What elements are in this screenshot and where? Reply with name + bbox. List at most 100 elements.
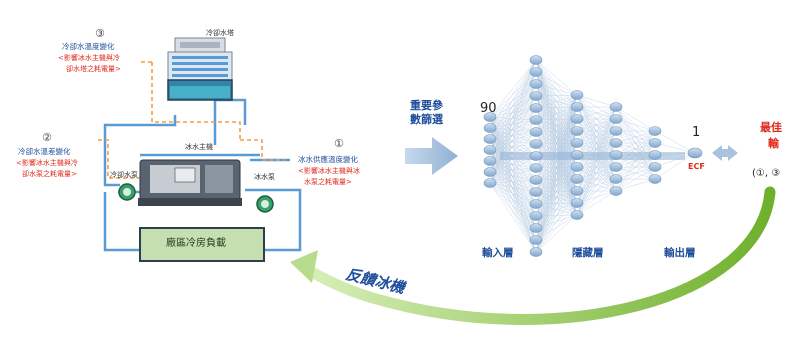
nn-node (483, 178, 497, 188)
nn-edge (489, 171, 537, 217)
nn-node (483, 134, 497, 144)
nn-node (529, 247, 543, 257)
nn-edge (489, 83, 537, 184)
nn-edge (489, 116, 537, 145)
output-arrow (712, 145, 738, 161)
nn-edge (489, 127, 537, 157)
nn-edge (489, 95, 537, 129)
nn-node (529, 187, 543, 197)
chiller-main-label: 冰水主機 (185, 143, 213, 151)
nn-node (529, 163, 543, 173)
nn-edge (489, 59, 537, 173)
nn-edge (489, 138, 537, 241)
nn-node (483, 167, 497, 177)
nn-node (529, 223, 543, 233)
nn-edge (489, 83, 537, 162)
nn-edge (615, 130, 656, 192)
nn-edge (535, 118, 578, 253)
ecf-label: ECF (688, 162, 705, 171)
nn-edge (489, 107, 537, 140)
nn-edge (535, 94, 578, 121)
nn-edge (535, 94, 578, 109)
nn-edge (489, 116, 537, 133)
nn-node (529, 103, 543, 113)
nn-node (529, 115, 543, 125)
nn-node (570, 126, 584, 136)
nn-edge (489, 143, 537, 151)
nn-edge (489, 95, 537, 151)
best-label-line3: (①, ③ (752, 168, 781, 179)
nn-edge (489, 182, 537, 229)
nn-edge (615, 154, 656, 192)
nn-node (648, 150, 662, 160)
nn-edge (615, 166, 656, 192)
nn-node (570, 102, 584, 112)
nn-edge (489, 59, 537, 140)
nn-edge (576, 190, 617, 216)
nn-edge (489, 116, 537, 121)
nn-node (529, 199, 543, 209)
nn-edge (489, 119, 537, 162)
nn-node (648, 138, 662, 148)
nn-node (570, 138, 584, 148)
nn-edge (576, 106, 617, 132)
nn-edge (576, 118, 617, 216)
key-param-label-line1: 重要參 (410, 99, 443, 112)
nn-output-node (687, 147, 703, 159)
nn-edge (535, 94, 578, 193)
annotation-1-sub-1: <影響冰水主機與冰 (298, 167, 360, 175)
nn-edge (489, 95, 537, 184)
nn-edge (535, 142, 578, 253)
nn-edge (535, 154, 578, 253)
nn-edge (489, 160, 537, 241)
cooling-pump (118, 183, 136, 201)
nn-edge (535, 214, 578, 253)
nn-node (648, 126, 662, 136)
nn-edge (535, 59, 578, 96)
nn-node (529, 235, 543, 245)
nn-edge (576, 106, 617, 180)
nn-edge (576, 106, 617, 120)
nn-edge (535, 83, 578, 96)
nn-edge (489, 131, 537, 162)
nn-edge (654, 152, 696, 180)
feedback-arrowhead (290, 250, 318, 283)
nn-edge (489, 171, 537, 205)
annotation-2-sub-2: 卻水泵之耗電量> (22, 170, 77, 178)
input-count: 90 (480, 101, 497, 116)
nn-edge (489, 179, 537, 184)
input-layer-label: 輸入層 (482, 247, 514, 259)
nn-edge (535, 94, 578, 205)
nn-edge (489, 119, 537, 151)
annotation-1-title: 冰水供應溫度變化 (298, 155, 358, 164)
nn-node (529, 175, 543, 185)
nn-node (609, 126, 623, 136)
nn-node (609, 174, 623, 184)
nn-node (529, 79, 543, 89)
cooling-tower (167, 37, 233, 101)
nn-edge (489, 71, 537, 140)
nn-edge (489, 127, 537, 229)
nn-edge (489, 149, 537, 253)
nn-edge (489, 127, 537, 217)
nn-connections (489, 59, 696, 253)
nn-node (570, 114, 584, 124)
nn-edge (489, 107, 537, 173)
nn-edge (489, 71, 537, 129)
nn-node (570, 150, 584, 160)
neural-network (483, 55, 703, 257)
feedback-arc (299, 186, 776, 325)
nn-edge (535, 94, 578, 145)
nn-edge (489, 127, 537, 241)
nn-edge (489, 59, 537, 118)
nn-edge (615, 142, 656, 192)
nn-node (570, 186, 584, 196)
nn-edge (535, 130, 578, 253)
nn-edge (489, 59, 537, 129)
nn-edge (535, 190, 578, 253)
nn-edge (489, 182, 537, 205)
nn-edge (489, 95, 537, 162)
nn-nodes (483, 55, 703, 257)
chiller-system (98, 37, 302, 262)
cooling-tower-label: 冷卻水塔 (206, 29, 234, 37)
